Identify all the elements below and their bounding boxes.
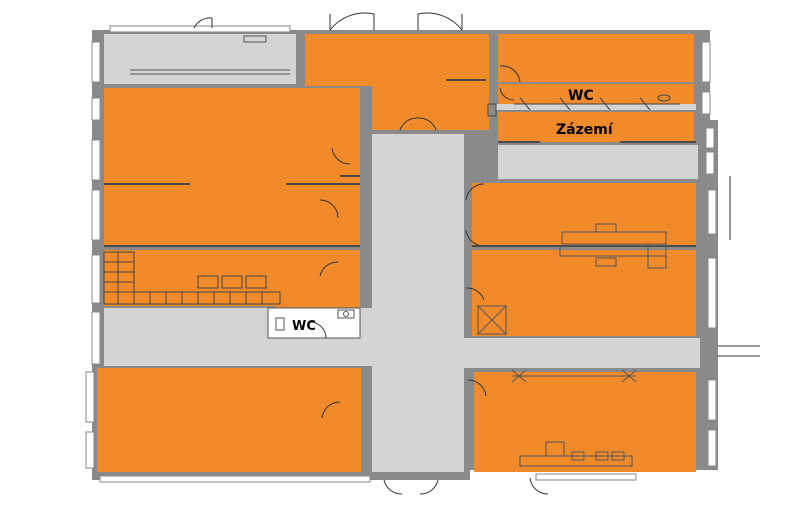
shelving-left	[103, 251, 281, 305]
edge-windows	[99, 25, 637, 483]
wc-lower-room	[267, 307, 361, 339]
right-hall	[464, 338, 700, 368]
wc-upper-fixtures	[487, 94, 680, 117]
desk-bottom-right	[511, 369, 637, 467]
wc-upper-gray	[496, 104, 696, 110]
room-left-bottom	[97, 368, 361, 472]
room-left-large	[104, 88, 360, 246]
right-windows	[701, 41, 717, 467]
room-right-1	[472, 183, 696, 245]
room-right-2	[472, 250, 696, 336]
top-left-gray-room	[104, 34, 296, 84]
left-windows	[85, 41, 101, 469]
room-top-center	[305, 34, 489, 86]
wc-lower-label: WC	[292, 319, 316, 334]
right-gray-strip	[498, 145, 698, 179]
zazemi-label: Zázemí	[556, 122, 614, 138]
room-wc-upper	[498, 84, 694, 104]
room-top-center-lower	[372, 84, 489, 130]
top-left-fixtures	[130, 35, 290, 75]
wc-upper-label: WC	[568, 88, 594, 104]
room-top-right	[498, 34, 694, 82]
main-corridor	[372, 134, 464, 472]
highlighted-rooms	[97, 34, 696, 472]
room-left-middle	[104, 250, 360, 306]
crossed-box	[477, 305, 507, 335]
desks-right	[559, 223, 667, 269]
room-zazemi	[498, 112, 694, 142]
room-right-bottom	[474, 372, 696, 472]
